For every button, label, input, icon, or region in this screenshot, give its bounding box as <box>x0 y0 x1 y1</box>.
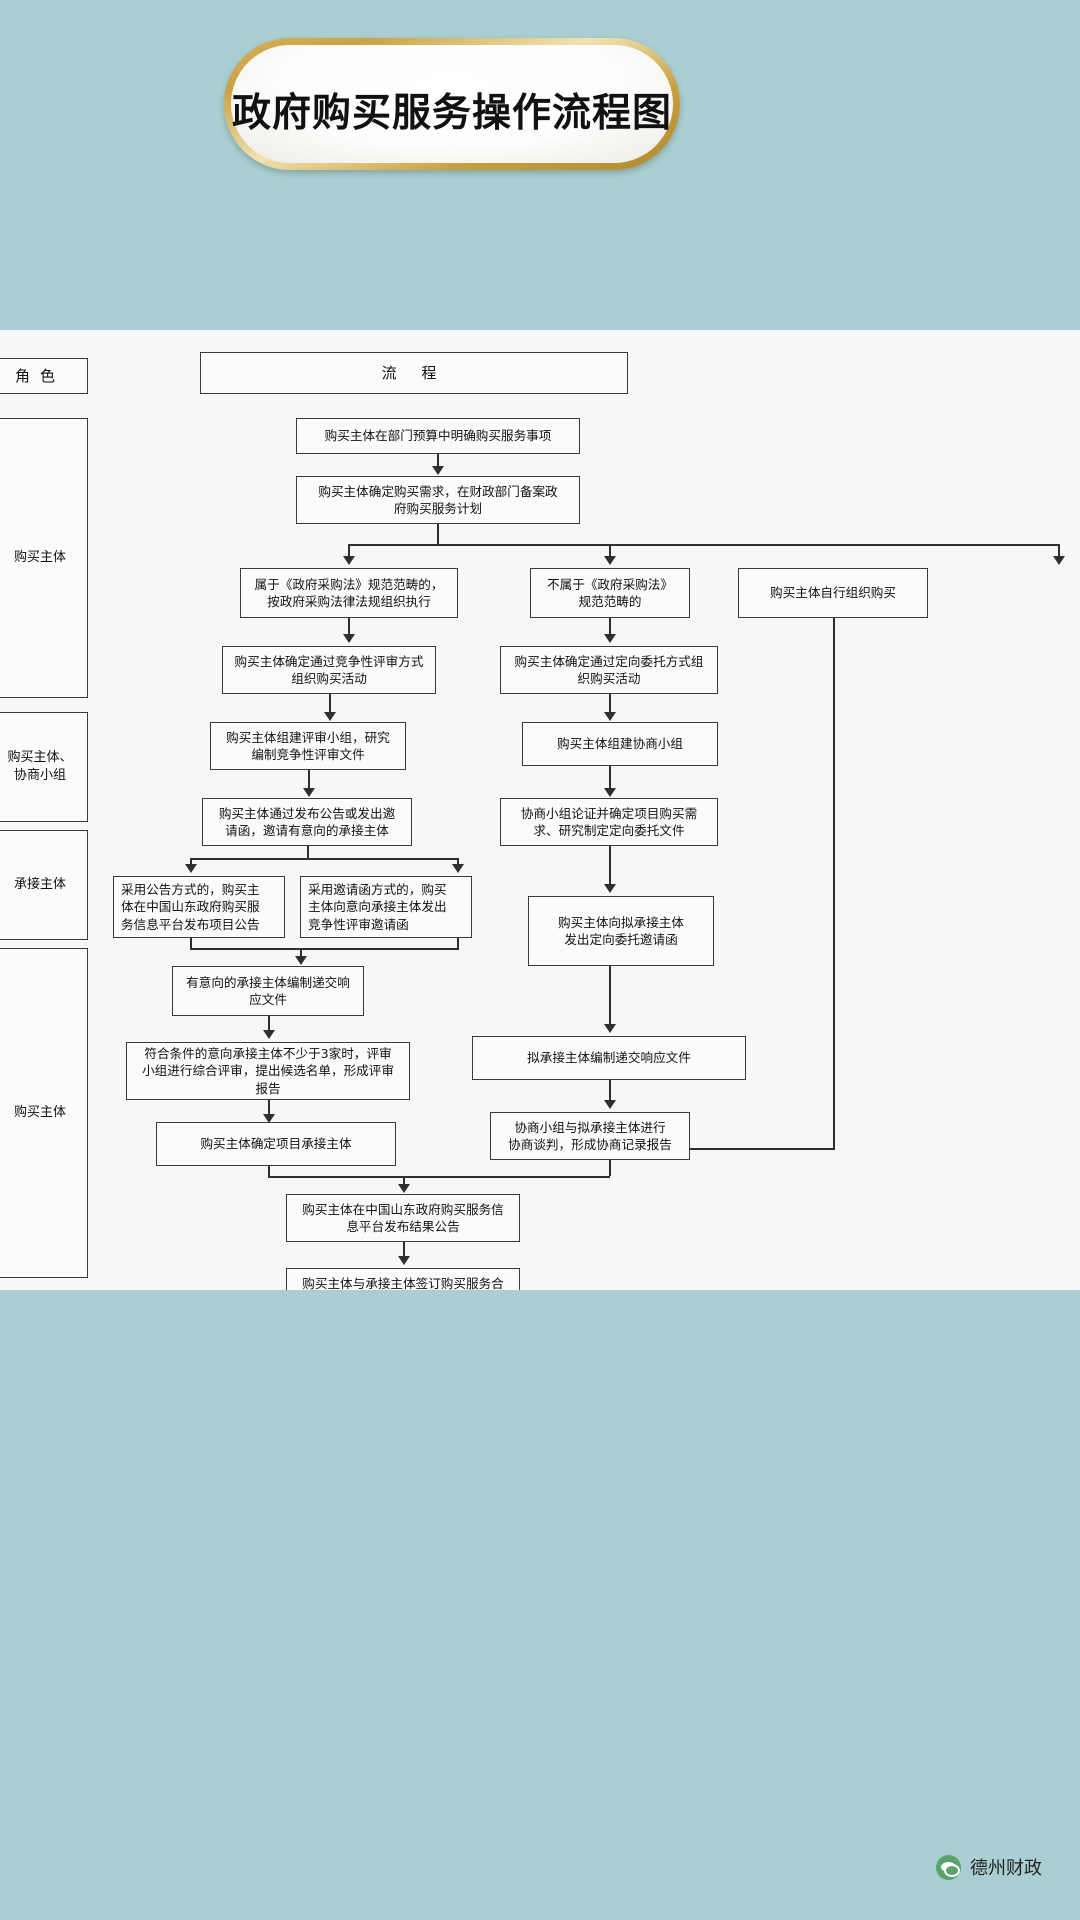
role-lane-buyer-2: 购买主体 <box>0 948 88 1278</box>
conn-n4a-n5a <box>329 694 331 716</box>
conn-n7c-n9b <box>609 966 611 1028</box>
node-publish-or-invite: 购买主体通过发布公告或发出邀 请函，邀请有意向的承接主体 <box>202 798 412 846</box>
conn-bus-result <box>403 1176 405 1188</box>
arrow-8a-9a <box>263 1030 275 1039</box>
node-form-negotiation-team: 购买主体组建协商小组 <box>522 722 718 766</box>
node-comprehensive-review: 符合条件的意向承接主体不少于3家时，评审 小组进行综合评审，提出候选名单，形成评… <box>126 1042 410 1100</box>
arrow-n5a-n6a <box>303 788 315 797</box>
node-outside-procurement-law: 不属于《政府采购法》 规范范畴的 <box>530 568 690 618</box>
conn-9a-10a <box>268 1100 270 1116</box>
conn-n1-n2 <box>437 454 439 470</box>
node-determine-supplier: 购买主体确定项目承接主体 <box>156 1122 396 1166</box>
footer-band: 德州财政 <box>0 1290 1080 1920</box>
flowchart-panel: 角色 流 程 购买主体 购买主体、 协商小组 承接主体 购买主体 购买主体在部门… <box>0 330 1080 1316</box>
conn-merge-8a <box>300 948 302 960</box>
arrow-bus-result <box>398 1184 410 1193</box>
arrow-merge-8a <box>295 956 307 965</box>
bus-merge-response <box>190 948 458 950</box>
conn-self-organized-down <box>833 618 835 1150</box>
node-prepare-response-docs: 拟承接主体编制递交响应文件 <box>472 1036 746 1080</box>
column-header-process: 流 程 <box>200 352 628 394</box>
role-lane-buyer-negotiation: 购买主体、 协商小组 <box>0 712 88 822</box>
arrow-bus-7a <box>185 864 197 873</box>
bus-to-result <box>268 1176 610 1178</box>
node-submit-response-docs: 有意向的承接主体编制递交响 应文件 <box>172 966 364 1016</box>
arrow-n3b-n4b <box>604 634 616 643</box>
node-budget-define: 购买主体在部门预算中明确购买服务事项 <box>296 418 580 454</box>
page-title: 政府购买服务操作流程图 <box>231 91 672 136</box>
bus-three-way <box>348 544 1060 546</box>
arrow-bus-right <box>1053 556 1065 565</box>
wechat-account-name: 德州财政 <box>970 1858 1042 1879</box>
arrow-n6b-n7c <box>604 884 616 893</box>
node-confirm-demand-docs: 协商小组论证并确定项目购买需 求、研究制定定向委托文件 <box>500 798 718 846</box>
conn-10b-down <box>609 1160 611 1176</box>
arrow-n9b-n10b <box>604 1100 616 1109</box>
arrow-bus-7b <box>452 864 464 873</box>
arrow-n1-n2 <box>432 466 444 475</box>
conn-n6b-n7c <box>609 846 611 888</box>
conn-n5b-n6b <box>609 766 611 792</box>
arrow-bus-left <box>343 556 355 565</box>
conn-10a-down <box>268 1166 270 1178</box>
role-lane-buyer-1: 购买主体 <box>0 418 88 698</box>
conn-8a-9a <box>268 1016 270 1034</box>
bus-announce-invite <box>190 858 458 860</box>
node-form-review-team: 购买主体组建评审小组，研究 编制竞争性评审文件 <box>210 722 406 770</box>
conn-n4b-n5b <box>609 694 611 716</box>
wechat-icon <box>936 1854 961 1880</box>
conn-bus-left <box>348 544 350 560</box>
conn-n3a-n4a <box>348 618 350 638</box>
arrow-n3a-n4a <box>343 634 355 643</box>
arrow-result-contract <box>398 1256 410 1265</box>
arrow-n5b-n6b <box>604 788 616 797</box>
conn-n5a-n6a <box>308 770 310 792</box>
role-lane-supplier: 承接主体 <box>0 830 88 940</box>
node-within-procurement-law: 属于《政府采购法》规范范畴的， 按政府采购法律法规组织执行 <box>240 568 458 618</box>
conn-result-contract <box>403 1242 405 1260</box>
node-publish-result: 购买主体在中国山东政府购买服务信 息平台发布结果公告 <box>286 1194 520 1242</box>
conn-n3b-n4b <box>609 618 611 638</box>
node-demand-filing: 购买主体确定购买需求，在财政部门备案政 府购买服务计划 <box>296 476 580 524</box>
title-banner: 政府购买服务操作流程图 <box>224 38 680 170</box>
title-pill-inner: 政府购买服务操作流程图 <box>231 45 673 163</box>
arrow-bus-mid <box>604 556 616 565</box>
node-negotiation-talks: 协商小组与拟承接主体进行 协商谈判，形成协商记录报告 <box>490 1112 690 1160</box>
conn-n2-bus <box>437 524 439 546</box>
conn-bus-7b <box>457 858 459 868</box>
node-directed-entrust-mode: 购买主体确定通过定向委托方式组 织购买活动 <box>500 646 718 694</box>
conn-bus-7a <box>190 858 192 868</box>
conn-bus-mid <box>609 544 611 560</box>
conn-7a-merge <box>190 938 192 950</box>
column-header-role: 角色 <box>0 358 88 394</box>
arrow-n7c-n9b <box>604 1024 616 1033</box>
conn-n9b-n10b <box>609 1080 611 1104</box>
wechat-account[interactable]: 德州财政 <box>936 1854 1042 1880</box>
node-self-organized-purchase: 购买主体自行组织购买 <box>738 568 928 618</box>
node-announcement-method: 采用公告方式的，购买主 体在中国山东政府购买服 务信息平台发布项目公告 <box>113 876 285 938</box>
node-send-entrust-invitation: 购买主体向拟承接主体 发出定向委托邀请函 <box>528 896 714 966</box>
node-invitation-method: 采用邀请函方式的，购买 主体向意向承接主体发出 竞争性评审邀请函 <box>300 876 472 938</box>
conn-bus-right <box>1058 544 1060 560</box>
conn-7b-merge <box>457 938 459 950</box>
conn-n6a-split <box>307 846 309 860</box>
arrow-n4a-n5a <box>324 712 336 721</box>
arrow-9a-10a <box>263 1114 275 1123</box>
arrow-n4b-n5b <box>604 712 616 721</box>
node-competitive-review-mode: 购买主体确定通过竞争性评审方式 组织购买活动 <box>222 646 436 694</box>
